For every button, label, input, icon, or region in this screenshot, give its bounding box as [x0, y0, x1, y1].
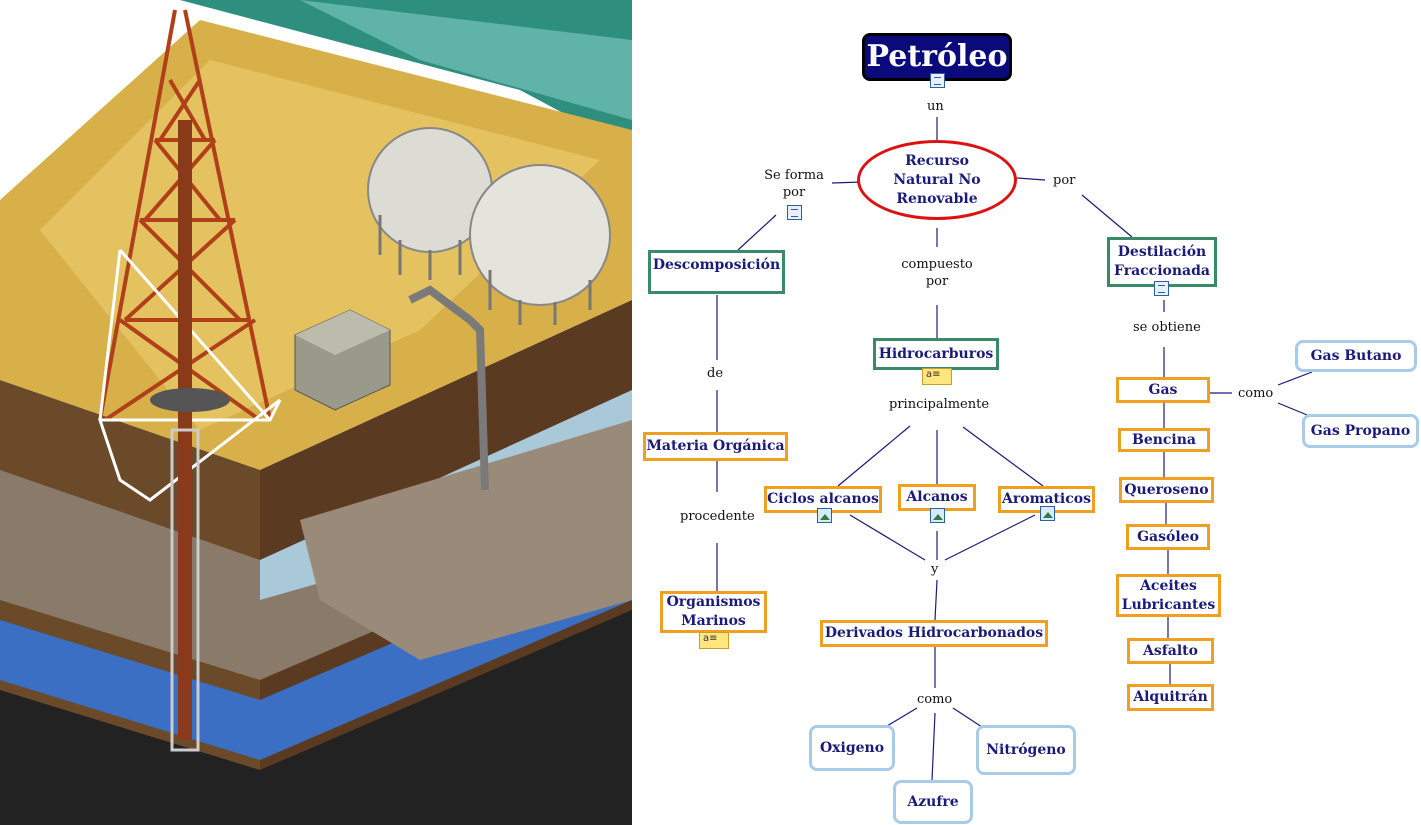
document-icon[interactable]: [787, 205, 802, 220]
node-alquitran[interactable]: Alquitrán: [1127, 684, 1214, 711]
note-icon[interactable]: [922, 368, 952, 385]
node-descomposicion[interactable]: Descomposición: [648, 250, 785, 294]
image-icon[interactable]: [817, 508, 832, 523]
node-materia-organica[interactable]: Materia Orgánica: [643, 432, 788, 461]
link-label-principalmente: principalmente: [889, 396, 990, 413]
node-gas-propano[interactable]: Gas Propano: [1302, 414, 1419, 448]
node-destilacion[interactable]: Destilación Fraccionada: [1107, 237, 1217, 287]
node-aromaticos[interactable]: Aromaticos: [998, 486, 1095, 513]
node-recurso-natural[interactable]: Recurso Natural No Renovable: [857, 140, 1017, 220]
node-organismos-marinos[interactable]: Organismos Marinos: [660, 591, 767, 633]
link-label-como: como: [1238, 385, 1274, 402]
document-icon[interactable]: [930, 73, 945, 88]
link-label-y: y: [931, 561, 939, 578]
document-icon[interactable]: [1154, 281, 1169, 296]
link-label-de: de: [707, 365, 724, 382]
image-icon[interactable]: [930, 508, 945, 523]
link-label-como: como: [917, 691, 953, 708]
node-alcanos[interactable]: Alcanos: [898, 484, 976, 511]
oil-rig-illustration: [0, 0, 632, 825]
node-hidrocarburos[interactable]: Hidrocarburos: [873, 338, 999, 370]
node-gas[interactable]: Gas: [1116, 377, 1210, 403]
image-icon[interactable]: [1040, 506, 1055, 521]
note-icon[interactable]: [699, 632, 729, 649]
link-label-por: por: [1053, 172, 1076, 189]
node-derivados-hidrocarbonados[interactable]: Derivados Hidrocarbonados: [820, 620, 1048, 647]
node-gasoleo[interactable]: Gasóleo: [1126, 524, 1210, 550]
link-label-se-forma-por: Se forma por: [762, 167, 826, 201]
node-aceites-lubricantes[interactable]: Aceites Lubricantes: [1116, 574, 1221, 617]
link-label-compuesto-por: compuesto por: [897, 256, 977, 290]
node-bencina[interactable]: Bencina: [1118, 428, 1210, 452]
node-queroseno[interactable]: Queroseno: [1119, 477, 1214, 503]
node-azufre[interactable]: Azufre: [893, 780, 973, 824]
node-nitrogeno[interactable]: Nitrógeno: [976, 725, 1076, 775]
node-gas-butano[interactable]: Gas Butano: [1295, 340, 1417, 372]
link-label-procedente: procedente: [680, 508, 755, 525]
node-asfalto[interactable]: Asfalto: [1127, 638, 1214, 664]
link-label-un: un: [927, 98, 944, 115]
link-label-se-obtiene: se obtiene: [1133, 319, 1201, 336]
node-oxigeno[interactable]: Oxigeno: [809, 725, 895, 771]
